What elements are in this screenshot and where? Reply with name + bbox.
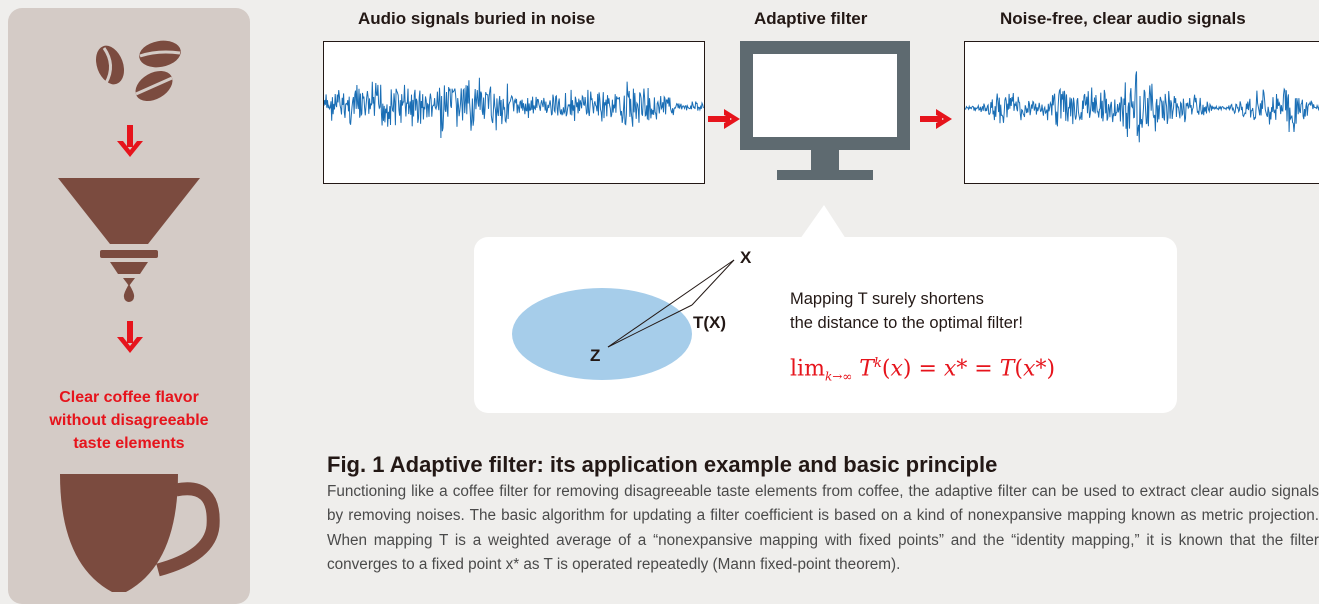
down-arrow-icon [117,321,143,353]
right-arrow-icon [708,109,740,129]
point-x-label: X [740,248,752,267]
callout-text-line2: the distance to the optimal filter! [790,314,1023,332]
coffee-caption-line: without disagreeable [49,412,209,429]
coffee-panel: Clear coffee flavor without disagreeable… [8,8,250,604]
callout-text-line1: Mapping T surely shortens [790,290,984,308]
fixed-point-set [512,288,692,380]
drip-icon [123,284,135,302]
bubble-tail [800,205,846,239]
noisy-signal-title: Audio signals buried in noise [358,9,596,28]
right-arrow-icon [920,109,952,129]
coffee-cup-icon [60,474,220,592]
adaptive-filter-title: Adaptive filter [754,9,868,28]
clean-signal-title: Noise-free, clear audio signals [1000,9,1246,28]
point-z-label: Z [590,346,601,365]
mann-formula: limk→∞ Tk(x) = x* = T(x*) [790,356,1056,384]
coffee-dripper-icon [58,178,200,286]
noisy-waveform [324,77,704,139]
monitor-icon [740,41,910,180]
coffee-caption-line: Clear coffee flavor [59,389,199,406]
coffee-caption: Clear coffee flavor without disagreeable… [8,386,250,455]
coffee-beans-icon [95,40,181,102]
figure-description: Functioning like a coffee filter for rem… [327,483,1319,573]
coffee-caption-line: taste elements [73,435,185,452]
point-tx-label: T(X) [693,313,727,332]
down-arrow-icon [117,125,143,157]
noisy-waveform-box [323,41,705,184]
clean-waveform [965,71,1319,143]
coffee-illustration [58,40,220,592]
clean-waveform-box [964,41,1319,184]
figure-title: Fig. 1 Adaptive filter: its application … [327,452,998,477]
projection-diagram [512,259,735,380]
